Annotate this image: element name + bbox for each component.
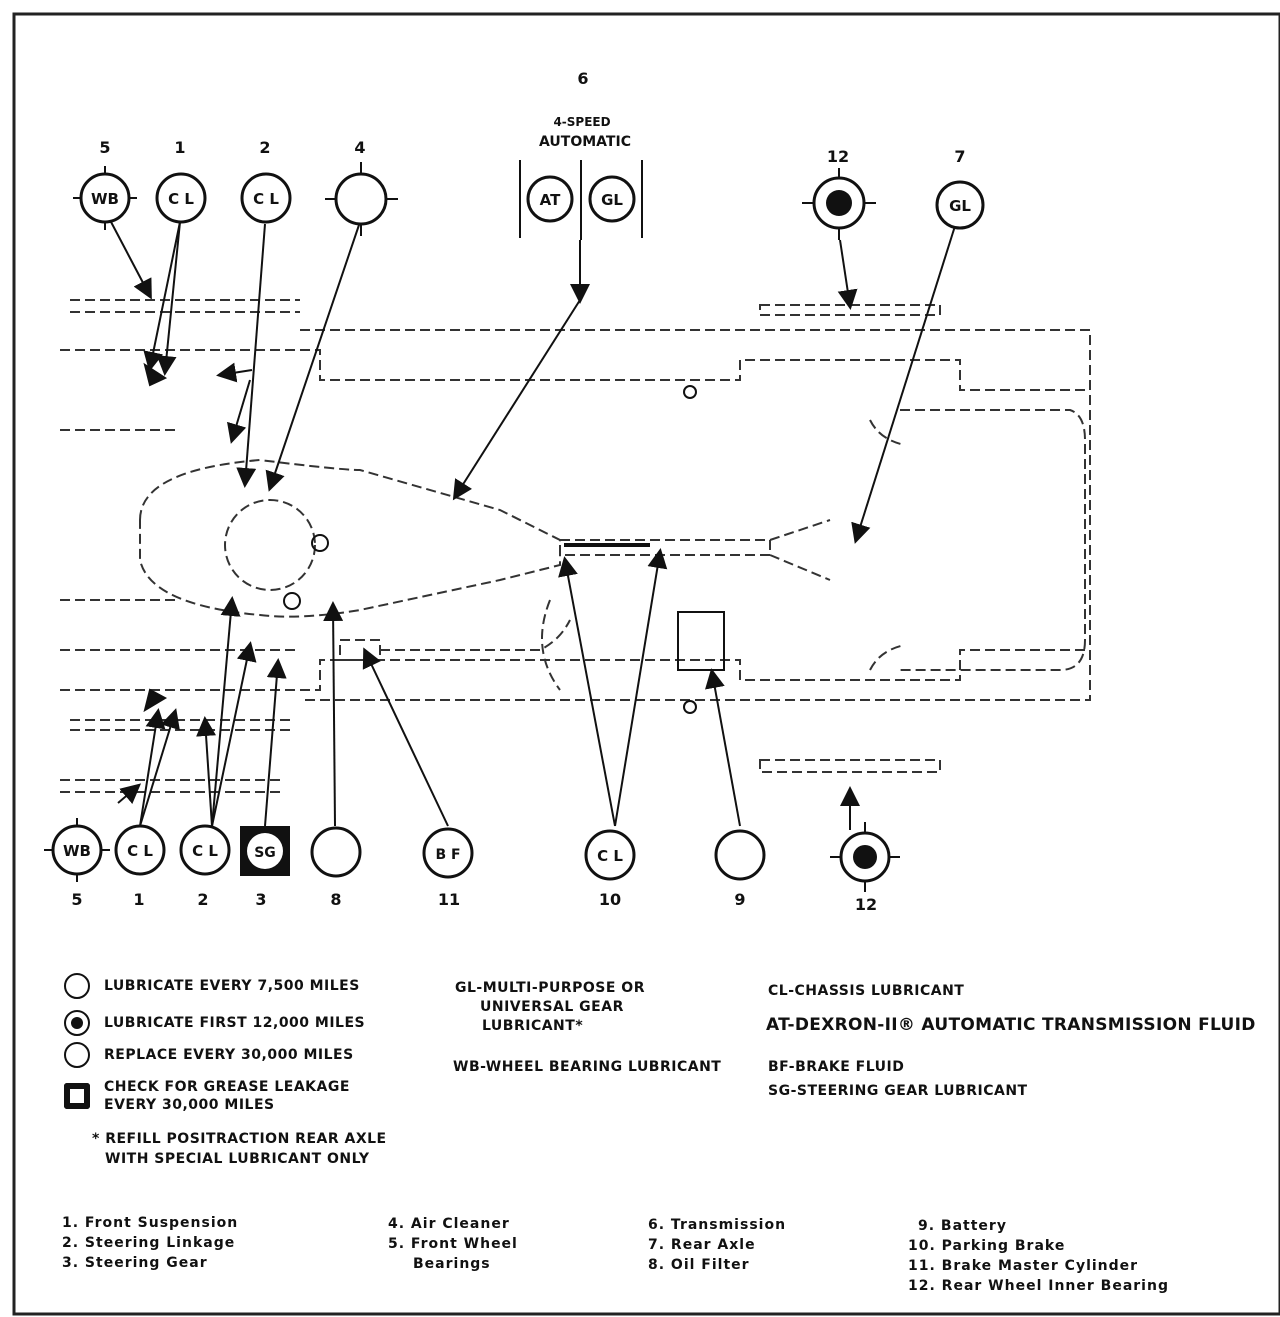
footnote-line-2: WITH SPECIAL LUBRICANT ONLY bbox=[105, 1151, 370, 1167]
key-column-4: 9. Battery 10. Parking Brake 11. Brake M… bbox=[908, 1216, 1169, 1296]
callout-code: C L bbox=[192, 842, 218, 860]
callout-number: 5 bbox=[71, 890, 82, 909]
callout-number: 1 bbox=[174, 138, 185, 157]
key-item: 6. Transmission bbox=[648, 1217, 787, 1233]
key-item: 1. Front Suspension bbox=[62, 1215, 239, 1231]
legend-text: EVERY 30,000 MILES bbox=[104, 1097, 275, 1113]
transmission-title-2: AUTOMATIC bbox=[539, 134, 631, 150]
gear-lube-symbol bbox=[588, 175, 636, 223]
key-item: 4. Air Cleaner bbox=[388, 1216, 510, 1232]
callout-code: WB bbox=[63, 842, 91, 860]
gl-code-line-1: GL-MULTI-PURPOSE OR bbox=[455, 980, 645, 996]
callout-number: 11 bbox=[438, 890, 460, 909]
key-column-2: 4. Air Cleaner 5. Front Wheel Bearings bbox=[388, 1214, 518, 1274]
callout-number: 2 bbox=[259, 138, 270, 157]
key-item: 3. Steering Gear bbox=[62, 1255, 208, 1271]
callout-number: 5 bbox=[99, 138, 110, 157]
key-column-3: 6. Transmission 7. Rear Axle 8. Oil Filt… bbox=[648, 1215, 786, 1275]
key-column-1: 1. Front Suspension 2. Steering Linkage … bbox=[62, 1213, 238, 1273]
callout-number: 7 bbox=[954, 147, 965, 166]
key-item: 9. Battery bbox=[918, 1218, 1007, 1234]
legend-lube-first: LUBRICATE FIRST 12,000 MILES bbox=[64, 1010, 365, 1036]
callout-code: C L bbox=[597, 847, 623, 865]
key-item: Bearings bbox=[413, 1256, 491, 1272]
chassis-lube-symbol bbox=[179, 824, 231, 876]
callout-code: WB bbox=[91, 190, 119, 208]
chassis-drawing bbox=[60, 299, 1091, 793]
chassis-lube-symbol bbox=[584, 829, 636, 881]
dotted-circle-icon bbox=[64, 1010, 90, 1036]
legend-text: CHECK FOR GREASE LEAKAGE bbox=[104, 1079, 350, 1095]
callout-code: GL bbox=[601, 191, 623, 209]
legend-lube-7500: LUBRICATE EVERY 7,500 MILES bbox=[64, 973, 360, 999]
callout-code: C L bbox=[127, 842, 153, 860]
wheel-bearing-symbol bbox=[79, 172, 131, 224]
callout-number: 6 bbox=[577, 69, 588, 88]
key-item: 12. Rear Wheel Inner Bearing bbox=[908, 1278, 1169, 1294]
callout-code: C L bbox=[168, 190, 194, 208]
callout-number: 1 bbox=[133, 890, 144, 909]
callout-number: 12 bbox=[855, 895, 877, 914]
key-item: 8. Oil Filter bbox=[648, 1257, 750, 1273]
gear-lube-symbol bbox=[935, 180, 985, 230]
sg-code: SG-STEERING GEAR LUBRICANT bbox=[768, 1083, 1028, 1099]
legend-text: LUBRICATE FIRST 12,000 MILES bbox=[104, 1015, 366, 1031]
brake-fluid-symbol bbox=[422, 827, 474, 879]
legend-text: LUBRICATE EVERY 7,500 MILES bbox=[104, 978, 360, 994]
replace-symbol bbox=[310, 826, 362, 878]
legend-text: REPLACE EVERY 30,000 MILES bbox=[104, 1047, 354, 1063]
crosshair-circle-icon bbox=[64, 1042, 90, 1068]
battery-box bbox=[677, 611, 725, 671]
key-item: 10. Parking Brake bbox=[908, 1238, 1066, 1254]
footnote-line-1: * REFILL POSITRACTION REAR AXLE bbox=[92, 1131, 387, 1147]
replace-symbol bbox=[334, 172, 388, 226]
chassis-lube-symbol bbox=[114, 824, 166, 876]
top-callouts: 5 WB 1 C L 2 C L 4 6 4-SPEED AUTOMATIC A… bbox=[73, 69, 985, 240]
at-code: AT-DEXRON-II® AUTOMATIC TRANSMISSION FLU… bbox=[766, 1015, 1256, 1035]
auto-trans-fluid-symbol bbox=[526, 175, 574, 223]
callout-code: B F bbox=[435, 847, 460, 863]
cl-code: CL-CHASSIS LUBRICANT bbox=[768, 983, 965, 999]
legend-grease-check: CHECK FOR GREASE LEAKAGE EVERY 30,000 MI… bbox=[64, 1078, 350, 1114]
bottom-callouts: WB 5 C L 1 C L 2 SG 3 8 B F 11 C L 10 9 … bbox=[44, 818, 900, 914]
wheel-bearing-symbol bbox=[51, 824, 103, 876]
callout-number: 9 bbox=[734, 890, 745, 909]
callout-number: 8 bbox=[330, 890, 341, 909]
key-item: 2. Steering Linkage bbox=[62, 1235, 236, 1251]
callout-code: GL bbox=[949, 197, 971, 215]
replace-symbol bbox=[714, 829, 766, 881]
callout-number: 10 bbox=[599, 890, 621, 909]
legend-replace: REPLACE EVERY 30,000 MILES bbox=[64, 1042, 354, 1068]
leader-lines bbox=[109, 219, 956, 830]
callout-code: AT bbox=[540, 191, 561, 209]
gl-code-line-2: UNIVERSAL GEAR bbox=[480, 999, 624, 1015]
callout-code: C L bbox=[253, 190, 279, 208]
transmission-title-1: 4-SPEED bbox=[553, 115, 610, 129]
key-item: 11. Brake Master Cylinder bbox=[908, 1258, 1139, 1274]
chassis-lube-symbol bbox=[240, 172, 292, 224]
wb-code: WB-WHEEL BEARING LUBRICANT bbox=[453, 1059, 722, 1075]
square-icon bbox=[64, 1083, 90, 1109]
callout-code: SG bbox=[254, 845, 276, 861]
callout-number: 2 bbox=[197, 890, 208, 909]
circle-icon bbox=[64, 973, 90, 999]
callout-number: 3 bbox=[255, 890, 266, 909]
bf-code: BF-BRAKE FLUID bbox=[768, 1059, 905, 1075]
gl-code-line-3: LUBRICANT* bbox=[482, 1018, 584, 1034]
callout-number: 12 bbox=[827, 147, 849, 166]
chassis-lube-symbol bbox=[155, 172, 207, 224]
key-item: 5. Front Wheel bbox=[388, 1236, 518, 1252]
callout-number: 4 bbox=[354, 138, 365, 157]
key-item: 7. Rear Axle bbox=[648, 1237, 756, 1253]
page-border bbox=[12, 12, 1280, 1316]
